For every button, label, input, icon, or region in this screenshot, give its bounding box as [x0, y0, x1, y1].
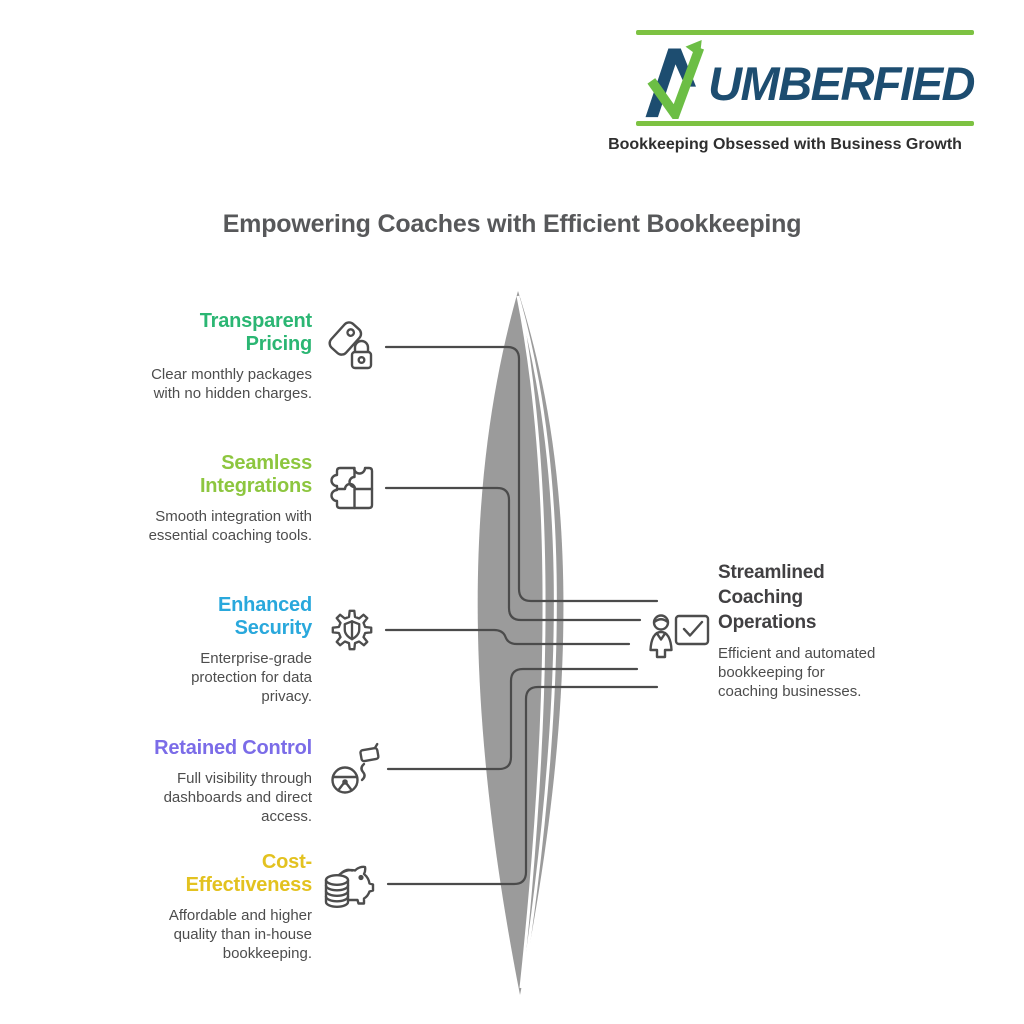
feature-description: Efficient and automated bookkeeping for … — [718, 645, 876, 700]
feature-transparent-pricing: Transparent Pricing Clear monthly packag… — [137, 310, 312, 403]
logo-text: UMBERFIED — [708, 56, 975, 110]
feature-title: Retained Control — [154, 737, 312, 759]
numberfied-logo: UMBERFIED Bookkeeping Obsessed with Busi… — [596, 30, 975, 154]
feature-title: Streamlined Coaching Operations — [718, 562, 825, 633]
connector-line-5 — [386, 685, 659, 886]
feature-seamless-integrations: Seamless Integrations Smooth integration… — [137, 452, 313, 545]
feature-cost-effectiveness: Cost-Effectiveness Affordable and higher… — [137, 851, 312, 963]
steering-wheel-mirror-icon — [331, 742, 380, 794]
feature-title: Transparent Pricing — [199, 310, 312, 355]
connector-line-2 — [384, 486, 642, 622]
presenter-board-check-icon — [649, 614, 710, 659]
logo-tagline: Bookkeeping Obsessed with Business Growt… — [608, 136, 962, 153]
puzzle-icon — [330, 466, 374, 510]
feature-title: Enhanced Security — [218, 594, 312, 639]
logo-bottom-rule — [636, 121, 974, 126]
gear-shield-icon — [331, 609, 373, 651]
logo-n-arrow-icon — [645, 39, 705, 119]
price-tag-lock-icon — [328, 321, 373, 370]
connector-line-3 — [384, 628, 631, 646]
feature-description: Full visibility through dashboards and d… — [163, 770, 312, 825]
lens-highlight-inner — [516, 295, 546, 989]
feature-title: Cost-Effectiveness — [185, 851, 313, 896]
feature-streamlined-coaching-operations: Streamlined Coaching Operations Efficien… — [718, 560, 876, 701]
piggy-bank-coins-icon — [324, 865, 375, 908]
logo-top-rule — [636, 30, 974, 35]
feature-description: Smooth integration with essential coachi… — [148, 508, 312, 544]
connector-line-1 — [384, 345, 659, 603]
page-title: Empowering Coaches with Efficient Bookke… — [222, 210, 802, 238]
feature-retained-control: Retained Control Full visibility through… — [137, 737, 312, 826]
feature-description: Enterprise-grade protection for data pri… — [191, 650, 312, 705]
lens-highlight-outer — [517, 299, 557, 984]
feature-enhanced-security: Enhanced Security Enterprise-grade prote… — [137, 594, 312, 706]
connector-line-4 — [386, 667, 639, 771]
feature-description: Affordable and higher quality than in-ho… — [168, 907, 312, 962]
feature-description: Clear monthly packages with no hidden ch… — [151, 366, 312, 402]
logo-wordmark: UMBERFIED — [596, 39, 975, 119]
feature-title: Seamless Integrations — [199, 452, 312, 497]
